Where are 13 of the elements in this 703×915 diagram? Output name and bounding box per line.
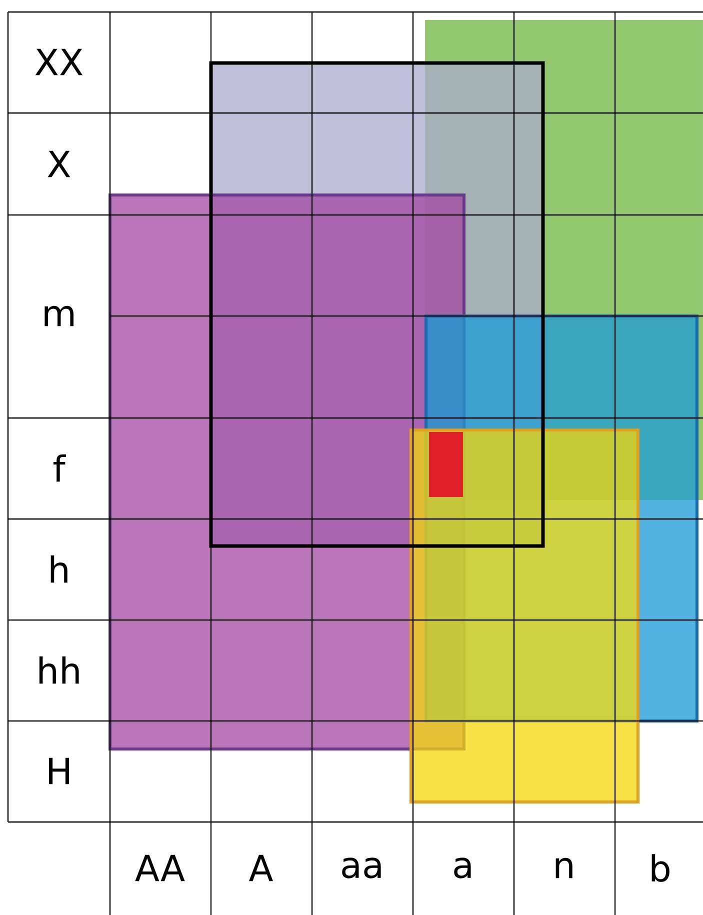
column-label: AA (135, 854, 185, 882)
row-label: X (48, 150, 70, 178)
column-label: a (454, 858, 471, 878)
row-label: H (49, 758, 69, 784)
column-label: A (248, 854, 273, 882)
column-label: b (652, 854, 670, 882)
row-label: m (44, 306, 74, 326)
column-label: aa (342, 858, 381, 878)
row-label: f (54, 454, 66, 482)
row-label: XX (35, 48, 83, 76)
row-label: h (50, 555, 68, 583)
row-label: hh (39, 656, 79, 684)
column-label: n (556, 858, 572, 878)
